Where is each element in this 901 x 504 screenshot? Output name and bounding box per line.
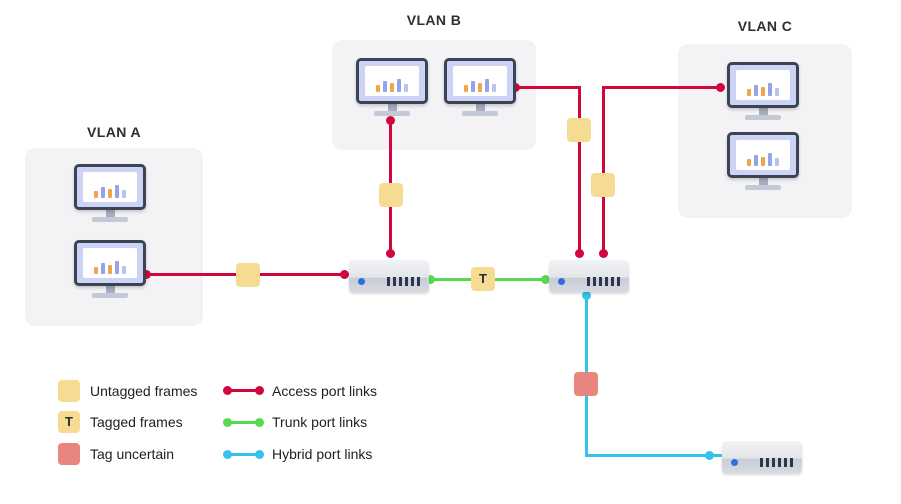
- untagged-frame-marker: [567, 118, 591, 142]
- access-link-vlan-c1-to-switch-2-vertical: [602, 86, 605, 254]
- monitor-stand: [105, 210, 115, 217]
- monitor-chart-graphic: [453, 66, 507, 96]
- monitor-chart-graphic: [83, 172, 137, 202]
- legend-trunk-dot: [223, 418, 232, 427]
- access-link-endpoint-dot: [386, 116, 395, 125]
- legend-trunk-label: Trunk port links: [272, 414, 368, 430]
- switch-icon-3: [722, 441, 802, 473]
- switch-ports: [760, 458, 793, 467]
- legend-untagged-label: Untagged frames: [90, 383, 198, 399]
- computer-icon-vlan-c-1: [727, 62, 799, 120]
- legend-access-label: Access port links: [272, 383, 378, 399]
- monitor-base: [745, 185, 781, 190]
- switch-icon-1: [349, 260, 429, 292]
- computer-icon-vlan-a-1: [74, 164, 146, 222]
- access-link-endpoint-dot: [716, 83, 725, 92]
- access-link-endpoint-dot: [340, 270, 349, 279]
- monitor-screen: [444, 58, 516, 104]
- legend-access-dot: [255, 386, 264, 395]
- switch-ports: [587, 277, 620, 286]
- monitor-base: [92, 217, 128, 222]
- access-link-endpoint-dot: [575, 249, 584, 258]
- monitor-base: [462, 111, 498, 116]
- access-link-endpoint-dot: [142, 270, 151, 279]
- switch-led: [558, 278, 565, 285]
- switch-ports: [387, 277, 420, 286]
- hybrid-link-endpoint-dot: [705, 451, 714, 460]
- vlan-b-label: VLAN B: [406, 12, 462, 28]
- tagged-frame-letter: T: [479, 271, 487, 286]
- legend-trunk-dot: [255, 418, 264, 427]
- access-link-vlan-b2-to-switch-2-vertical: [578, 86, 581, 254]
- monitor-chart-graphic: [83, 248, 137, 278]
- hybrid-link-endpoint-dot: [582, 291, 591, 300]
- monitor-chart-graphic: [365, 66, 419, 96]
- access-link-vlan-c1-to-switch-2-horizontal: [602, 86, 720, 89]
- untagged-frame-marker: [379, 183, 403, 207]
- access-link-vlan-b2-to-switch-2-horizontal: [518, 86, 581, 89]
- monitor-stand: [105, 286, 115, 293]
- legend-access-line-sample: [228, 389, 260, 392]
- trunk-link-endpoint-dot: [426, 275, 435, 284]
- monitor-base: [92, 293, 128, 298]
- legend-access-dot: [223, 386, 232, 395]
- legend-trunk-line-sample: [228, 421, 260, 424]
- monitor-screen: [74, 164, 146, 210]
- legend-tagged-square: T: [58, 411, 80, 433]
- tag-uncertain-marker: [574, 372, 598, 396]
- trunk-link-endpoint-dot: [541, 275, 550, 284]
- vlan-a-label: VLAN A: [87, 124, 141, 140]
- monitor-screen: [727, 132, 799, 178]
- computer-icon-vlan-a-2: [74, 240, 146, 298]
- hybrid-link-switch-2-to-switch-3-horizontal: [585, 454, 722, 457]
- access-link-endpoint-dot: [599, 249, 608, 258]
- monitor-screen: [727, 62, 799, 108]
- computer-icon-vlan-b-2: [444, 58, 516, 116]
- switch-led: [731, 459, 738, 466]
- switch-led: [358, 278, 365, 285]
- tagged-frame-marker: T: [471, 267, 495, 291]
- untagged-frame-marker: [591, 173, 615, 197]
- monitor-base: [745, 115, 781, 120]
- legend-hybrid-dot: [223, 450, 232, 459]
- legend-tagged-letter: T: [65, 414, 73, 429]
- switch-icon-2: [549, 260, 629, 292]
- monitor-screen: [74, 240, 146, 286]
- monitor-stand: [387, 104, 397, 111]
- access-link-endpoint-dot: [386, 249, 395, 258]
- legend-hybrid-dot: [255, 450, 264, 459]
- legend-hybrid-line-sample: [228, 453, 260, 456]
- monitor-stand: [475, 104, 485, 111]
- legend-uncertain-square: [58, 443, 80, 465]
- monitor-base: [374, 111, 410, 116]
- computer-icon-vlan-c-2: [727, 132, 799, 190]
- untagged-frame-marker: [236, 263, 260, 287]
- legend-hybrid-label: Hybrid port links: [272, 446, 373, 462]
- monitor-chart-graphic: [736, 140, 790, 170]
- legend-tagged-label: Tagged frames: [90, 414, 183, 430]
- monitor-chart-graphic: [736, 70, 790, 100]
- monitor-stand: [758, 178, 768, 185]
- legend-uncertain-label: Tag uncertain: [90, 446, 175, 462]
- monitor-stand: [758, 108, 768, 115]
- vlan-c-label: VLAN C: [737, 18, 793, 34]
- legend-untagged-square: [58, 380, 80, 402]
- computer-icon-vlan-b-1: [356, 58, 428, 116]
- monitor-screen: [356, 58, 428, 104]
